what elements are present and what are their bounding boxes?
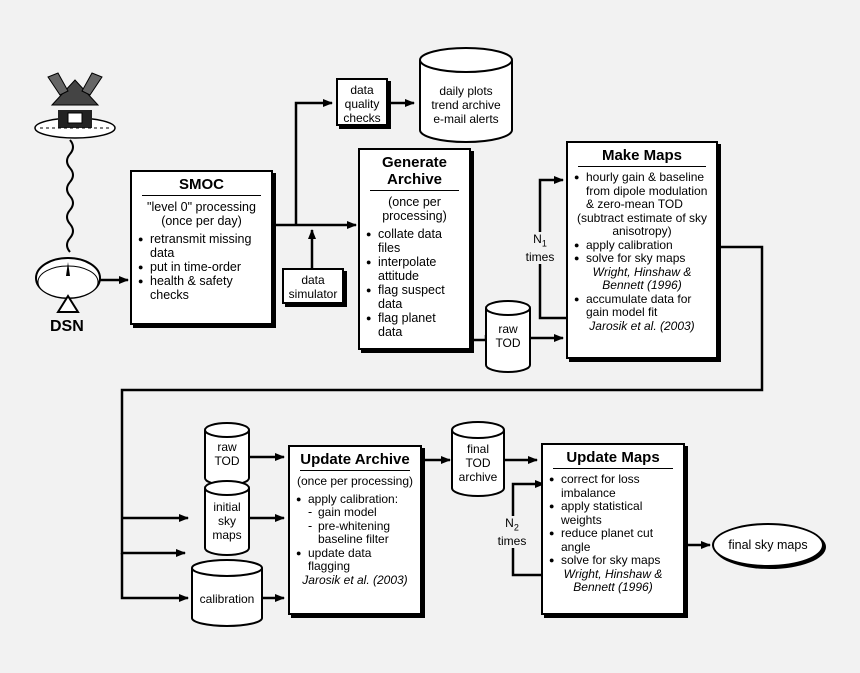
n2-subscript: 2 [513, 522, 519, 533]
generate-archive-list: collate data files interpolate attitude … [366, 227, 463, 339]
raw-line: raw [217, 440, 237, 454]
make-maps-note: (subtract estimate of sky anisotropy) [576, 210, 708, 238]
update-maps-reference: Wright, Hinshaw & Bennett (1996) [563, 566, 663, 594]
smoc-subtitle: "level 0" processing (once per day) [147, 200, 256, 228]
smoc-item: health & safety checks [138, 274, 265, 302]
final-line: final [466, 442, 489, 456]
update-maps-item: reduce planet cut angle [549, 526, 677, 554]
update-archive-list: apply calibration: gain model pre-whiten… [296, 492, 414, 574]
update-maps-item: solve for sky maps [549, 553, 677, 568]
generate-archive-title: Generate Archive [370, 154, 459, 191]
generate-item: flag suspect data [366, 283, 463, 311]
email-alerts-line: e-mail alerts [433, 112, 499, 126]
tod-line: TOD [214, 454, 240, 468]
smoc-title: SMOC [142, 176, 261, 196]
initial-sky-maps-database-icon [204, 488, 250, 556]
raw-line: raw [498, 322, 518, 336]
n2-loop-label: N2 times [490, 516, 534, 549]
calibration-text: calibration [199, 592, 255, 606]
update-maps-item: correct for loss imbalance [549, 472, 677, 500]
make-maps-reference: Wright, Hinshaw & Bennett (1996) [592, 264, 692, 292]
make-maps-title: Make Maps [578, 147, 706, 167]
raw-tod-database-icon [485, 308, 531, 373]
dsn-label: DSN [50, 318, 84, 335]
make-maps-item: accumulate data for gain model fit [574, 292, 710, 320]
n1-subscript: 1 [541, 238, 547, 249]
update-maps-item: apply statistical weights [549, 499, 677, 527]
make-maps-item: solve for sky maps [574, 251, 710, 266]
data-quality-box: data quality checks [336, 78, 388, 126]
raw-tod-text: raw TOD [486, 322, 530, 350]
update-archive-subitem: gain model [296, 505, 414, 520]
make-maps-item: apply calibration [574, 238, 710, 253]
n2-letter: N [505, 516, 514, 530]
n1-loop-label: N1 times [518, 232, 562, 265]
update-maps-box: Update Maps correct for loss imbalance a… [541, 443, 685, 615]
update-archive-subitem: pre-whitening baseline filter [296, 519, 414, 547]
update-archive-reference: Jarosik et al. (2003) [302, 572, 408, 587]
tod-line: TOD [495, 336, 521, 350]
smoc-item: retransmit missing data [138, 232, 265, 260]
generate-archive-subtitle: (once per processing) [382, 195, 447, 223]
smoc-item: put in time-order [138, 260, 265, 274]
update-archive-item: update data flagging [296, 546, 414, 574]
make-maps-box: Make Maps hourly gain & baseline from di… [566, 141, 718, 359]
daily-plots-database-icon [419, 60, 513, 143]
make-maps-reference-2: Jarosik et al. (2003) [589, 318, 695, 333]
n1-letter: N [533, 232, 542, 246]
make-maps-item: hourly gain & baseline from dipole modul… [574, 170, 710, 212]
make-maps-list: hourly gain & baseline from dipole modul… [574, 170, 710, 333]
final-sky-maps-oval: final sky maps [712, 523, 824, 567]
archive-line: archive [458, 470, 498, 484]
calibration-database-icon [191, 568, 263, 627]
dish-antenna-icon [35, 257, 101, 313]
generate-item: flag planet data [366, 311, 463, 339]
initial-sky-maps-text: initial sky maps [205, 500, 249, 542]
n2-times: times [497, 534, 527, 549]
signal-wave-icon [66, 139, 74, 253]
data-simulator-box: data simulator [282, 268, 344, 304]
update-maps-list: correct for loss imbalance apply statist… [549, 472, 677, 568]
raw-tod-2-text: raw TOD [205, 440, 249, 468]
generate-archive-box: Generate Archive (once per processing) c… [358, 148, 471, 350]
update-archive-subtitle: (once per processing) [296, 474, 414, 488]
tod-line: TOD [465, 456, 491, 470]
update-archive-box: Update Archive (once per processing) app… [288, 445, 422, 615]
final-tod-text: final TOD archive [452, 442, 504, 484]
daily-plots-line: daily plots [439, 84, 493, 98]
maps-line: maps [212, 528, 242, 542]
final-tod-database-icon [451, 430, 505, 497]
satellite-icon [34, 72, 116, 139]
update-maps-title: Update Maps [553, 449, 673, 469]
trend-archive-line: trend archive [431, 98, 501, 112]
n1-times: times [525, 250, 555, 265]
daily-plots-text: daily plots trend archive e-mail alerts [420, 84, 512, 126]
update-archive-title: Update Archive [300, 451, 410, 471]
generate-item: interpolate attitude [366, 255, 463, 283]
smoc-list: retransmit missing data put in time-orde… [138, 232, 265, 302]
initial-line: initial [213, 500, 241, 514]
sky-line: sky [218, 514, 236, 528]
smoc-box: SMOC "level 0" processing (once per day)… [130, 170, 273, 325]
update-archive-item: apply calibration: [296, 492, 414, 507]
generate-item: collate data files [366, 227, 463, 255]
